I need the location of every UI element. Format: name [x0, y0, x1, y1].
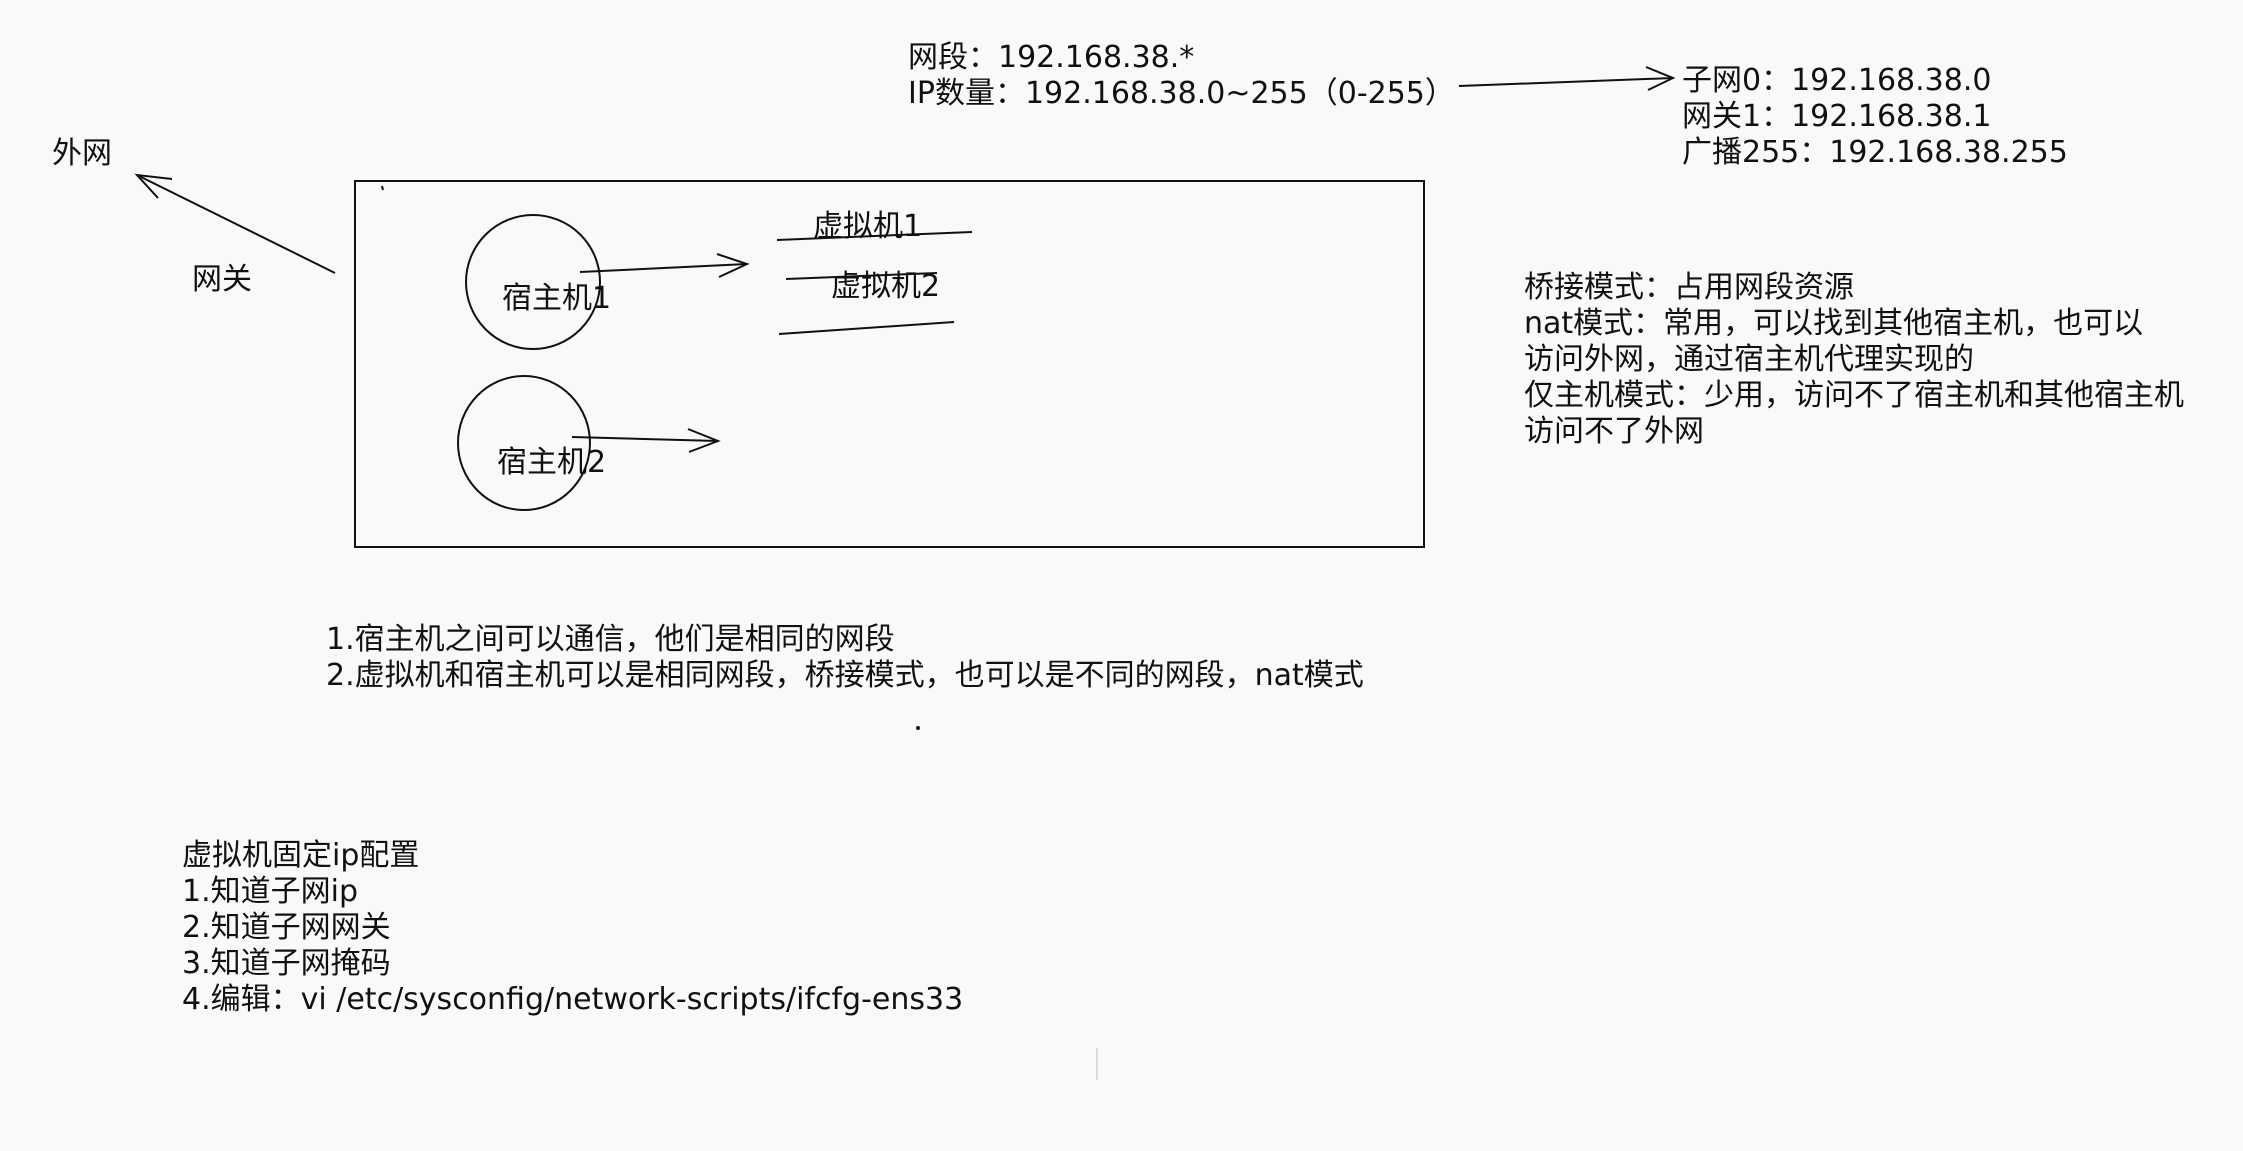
config-step-3: 3.知道子网掩码 [182, 946, 391, 981]
box-corner-mark [381, 185, 384, 191]
gateway-ip-line: 网关1：192.168.38.1 [1682, 99, 1992, 134]
bridge-mode-line: 桥接模式：占用网段资源 [1524, 270, 1854, 305]
host1-to-vm-arrowhead [716, 253, 750, 278]
config-title: 虚拟机固定ip配置 [182, 838, 420, 873]
vm1-strike-line [776, 231, 973, 241]
subnet-line: 子网0：192.168.38.0 [1682, 63, 1992, 98]
vm2-lower-line [778, 321, 955, 335]
host1-label: 宿主机1 [502, 281, 612, 316]
summary-note: 1.宿主机之间可以通信，他们是相同的网段 2.虚拟机和宿主机可以是相同网段，桥接… [326, 622, 1364, 694]
segment-note: 网段：192.168.38.* IP数量：192.168.38.0~255（0-… [908, 40, 1455, 112]
segment-line: 网段：192.168.38.* [908, 40, 1195, 75]
host2-circle [457, 375, 591, 511]
network-boundary-box [354, 180, 1425, 548]
nat-mode-line: nat模式：常用，可以找到其他宿主机，也可以 [1524, 306, 2144, 341]
stray-dot [916, 726, 920, 730]
host-only-mode-line-2: 访问不了外网 [1524, 414, 1704, 449]
ip-to-subnet-arrow [1458, 77, 1674, 87]
summary-line-1: 1.宿主机之间可以通信，他们是相同的网段 [326, 622, 895, 657]
host1-to-vm-arrow [579, 263, 748, 273]
config-step-4: 4.编辑：vi /etc/sysconfig/network-scripts/i… [182, 982, 964, 1017]
static-ip-config-note: 虚拟机固定ip配置 1.知道子网ip 2.知道子网网关 3.知道子网掩码 4.编… [182, 838, 963, 1018]
host2-arrow [571, 436, 719, 442]
host1-circle [465, 214, 601, 350]
broadcast-line: 广播255：192.168.38.255 [1682, 135, 2068, 170]
gateway-line [136, 174, 336, 274]
gateway-arrowhead [134, 173, 173, 199]
summary-line-2: 2.虚拟机和宿主机可以是相同网段，桥接模式，也可以是不同的网段，nat模式 [326, 658, 1364, 693]
vm2-label: 虚拟机2 [831, 269, 941, 304]
host2-arrowhead [687, 428, 721, 453]
gateway-label: 网关 [192, 262, 252, 297]
vm2-upper-line [785, 272, 938, 280]
config-step-1: 1.知道子网ip [182, 874, 359, 909]
nat-mode-line-2: 访问外网，通过宿主机代理实现的 [1524, 342, 1974, 377]
host2-label: 宿主机2 [497, 445, 607, 480]
external-network-label: 外网 [52, 136, 112, 171]
ip-to-subnet-arrowhead [1645, 66, 1676, 91]
vm1-label: 虚拟机1 [813, 209, 923, 244]
subnet-note: 子网0：192.168.38.0 网关1：192.168.38.1 广播255：… [1682, 63, 2068, 171]
host-only-mode-line: 仅主机模式：少用，访问不了宿主机和其他宿主机 [1524, 378, 2184, 413]
ip-count-line: IP数量：192.168.38.0~255（0-255） [908, 76, 1455, 111]
network-modes-note: 桥接模式：占用网段资源 nat模式：常用，可以找到其他宿主机，也可以 访问外网，… [1524, 270, 2184, 450]
config-step-2: 2.知道子网网关 [182, 910, 391, 945]
